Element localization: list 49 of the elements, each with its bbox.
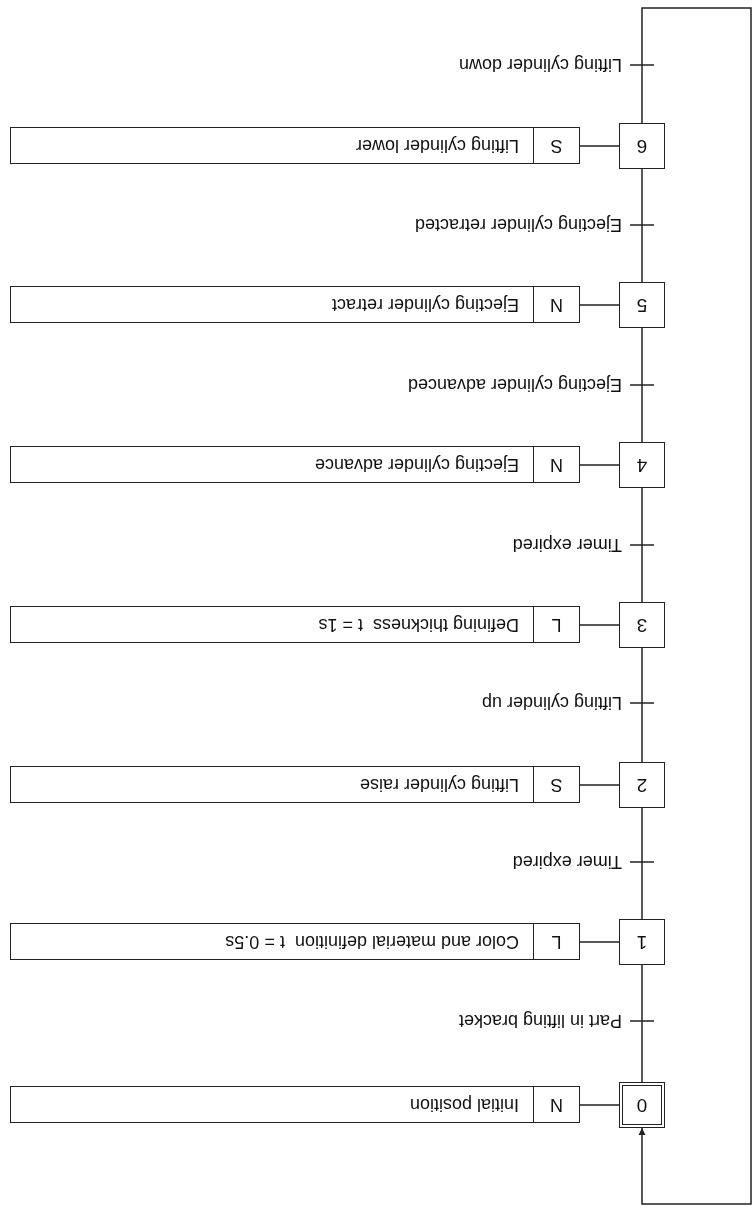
connector-line bbox=[579, 784, 620, 786]
connector-line bbox=[579, 1104, 620, 1106]
connector-line bbox=[579, 624, 620, 626]
connector-line bbox=[641, 327, 643, 443]
step-box: 5 bbox=[619, 282, 665, 328]
initial-step-box: 0 bbox=[619, 1082, 665, 1128]
connector-line bbox=[641, 168, 643, 283]
action-text: Initial position bbox=[409, 1094, 520, 1118]
action-text: Lifting cylinder lower bbox=[355, 135, 520, 159]
action-qualifier: S bbox=[533, 128, 579, 164]
connector-line bbox=[579, 304, 620, 306]
transition-label: Part in lifting bracket bbox=[458, 1010, 622, 1032]
action-box bbox=[10, 766, 580, 804]
connector-line bbox=[579, 941, 620, 943]
step-box: 6 bbox=[619, 123, 665, 169]
action-box bbox=[10, 446, 580, 484]
action-qualifier: N bbox=[533, 447, 579, 483]
action-text: Defining thickness t = 1s bbox=[318, 614, 520, 638]
transition-label: Lifting cylinder up bbox=[481, 692, 622, 714]
action-box bbox=[10, 923, 580, 961]
transition-label: Timer expired bbox=[512, 534, 622, 556]
action-box bbox=[10, 1086, 580, 1124]
action-text: Ejecting cylinder advance bbox=[314, 454, 520, 478]
action-text: Color and material definition t = 0.5s bbox=[225, 931, 520, 955]
loop-arrow bbox=[638, 7, 752, 1205]
transition-label: Timer expired bbox=[512, 851, 622, 873]
action-box bbox=[10, 286, 580, 324]
connector-line bbox=[579, 464, 620, 466]
action-box bbox=[10, 606, 580, 644]
connector-line bbox=[641, 487, 643, 603]
step-box: 1 bbox=[619, 919, 665, 965]
action-qualifier: L bbox=[533, 924, 579, 960]
connector-line bbox=[641, 647, 643, 763]
step-box: 3 bbox=[619, 602, 665, 648]
connector-line bbox=[641, 964, 643, 1083]
action-box bbox=[10, 127, 580, 165]
connector-line bbox=[579, 145, 620, 147]
step-box: 2 bbox=[619, 762, 665, 808]
action-qualifier: L bbox=[533, 607, 579, 643]
transition-label: Lifting cylinder down bbox=[458, 54, 622, 76]
action-text: Lifting cylinder raise bbox=[359, 774, 520, 798]
transition-label: Ejecting cylinder retracted bbox=[414, 214, 622, 236]
action-qualifier: N bbox=[533, 1087, 579, 1123]
step-box: 4 bbox=[619, 442, 665, 488]
action-qualifier: S bbox=[533, 767, 579, 803]
action-text: Ejecting cylinder retract bbox=[331, 294, 520, 318]
transition-label: Ejecting cylinder advanced bbox=[407, 374, 622, 396]
action-qualifier: N bbox=[533, 287, 579, 323]
connector-line bbox=[641, 807, 643, 920]
